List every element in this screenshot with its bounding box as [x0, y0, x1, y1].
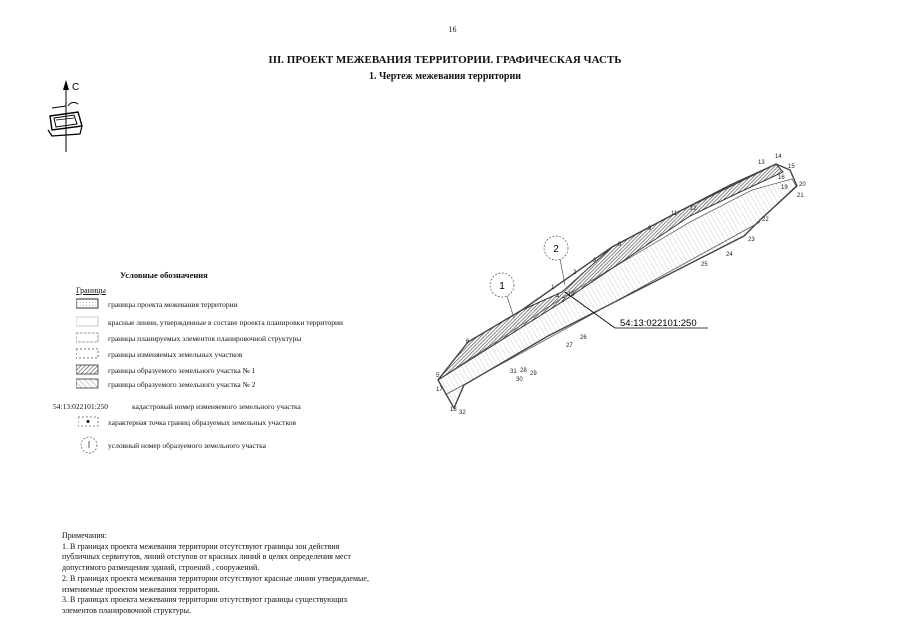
site-plan-svg: 54:13:022101:250 1 2 1 2 3 4 5 6 7 8 9 1…	[436, 154, 806, 416]
point-label: 14	[775, 154, 782, 160]
parcel-1-marker	[489, 272, 515, 298]
note-line: 3. В границах проекта межевания территор…	[62, 595, 348, 605]
point-label: 25	[701, 262, 708, 268]
note-line: 1. В границах проекта межевания территор…	[62, 541, 340, 551]
point-label: 7	[562, 298, 566, 304]
point-label: 26	[580, 335, 587, 341]
point-label: 18	[450, 407, 457, 413]
point-label: 4	[556, 294, 560, 300]
parcel-2-area	[437, 178, 797, 409]
point-label: 13	[758, 160, 765, 166]
note-line: допустимого размещения зданий, строений …	[62, 563, 260, 573]
point-label: 29	[530, 371, 537, 377]
point-label: 6	[466, 339, 470, 345]
point-label: 28	[520, 368, 527, 374]
point-label: 27	[566, 343, 573, 349]
legend-cadastral-text: кадастровый номер изменяемого земельного…	[132, 402, 301, 411]
point-label: 22	[762, 217, 769, 223]
note-line: публичных сервитутов, линий отступов от …	[62, 552, 351, 562]
point-label: 8	[618, 242, 622, 248]
point-label: 15	[788, 164, 795, 170]
notes: Примечания: 1. В границах проекта межева…	[62, 531, 369, 617]
notes-heading: Примечания:	[62, 531, 107, 540]
legend-swatches	[76, 298, 99, 389]
point-label: 1	[551, 285, 555, 291]
page-number: 16	[448, 25, 457, 34]
parcel-2-number: 2	[553, 244, 559, 255]
legend-item: границы проекта межевания территории	[108, 300, 238, 309]
point-label: 24	[726, 252, 733, 258]
page-subtitle: 1. Чертеж межевания территории	[368, 71, 522, 82]
point-label: 10	[568, 292, 575, 298]
point-label: 3	[593, 258, 597, 264]
north-arrow: С	[38, 78, 98, 158]
point-label: 2	[573, 270, 577, 276]
north-label: С	[72, 82, 79, 93]
point-label: 11	[671, 211, 678, 217]
point-label: 17	[436, 387, 443, 393]
legend-item: границы планируемых элементов планировоч…	[108, 334, 302, 343]
point-label: 21	[797, 193, 804, 199]
parcel-1-number: 1	[499, 281, 505, 292]
point-label: 30	[516, 377, 523, 383]
note-line: изменяемые проектом межевания территории…	[62, 584, 220, 594]
legend-cadastral-sample: 54:13:022101:250	[53, 402, 109, 411]
point-label: 23	[748, 237, 755, 243]
legend-group-label: Границы	[76, 286, 106, 295]
legend-parcel-no-text: условный номер образуемого земельного уч…	[108, 441, 266, 450]
legend-point-icons	[78, 416, 99, 454]
point-label: 16	[778, 175, 785, 181]
legend-title: Условные обозначения	[120, 270, 208, 280]
legend-item: границы изменяемых земельных участков	[108, 350, 243, 359]
point-label: 20	[799, 182, 806, 188]
cadastral-label: 54:13:022101:250	[620, 318, 697, 329]
page-title: III. ПРОЕКТ МЕЖЕВАНИЯ ТЕРРИТОРИИ. ГРАФИЧ…	[268, 54, 622, 66]
point-label: 12	[690, 206, 697, 212]
parcel-2-marker	[543, 235, 569, 261]
legend-item: красные линии, утвержденные в составе пр…	[108, 318, 344, 327]
legend-item: границы образуемого земельного участка №…	[108, 380, 256, 389]
compass-icon: С	[47, 80, 83, 152]
legend-point-text: характерная точка границ образуемых земе…	[108, 418, 296, 427]
legend-item: границы образуемого земельного участка №…	[108, 366, 256, 375]
point-labels: 1 2 3 4 5 6 7 8 9 10 11 12 13 14 15 16 1…	[436, 154, 806, 416]
note-line: элементов планировочной структуры.	[62, 605, 191, 615]
point-label: 9	[648, 226, 652, 232]
point-label: 19	[781, 185, 788, 191]
point-label: 32	[459, 410, 466, 416]
point-label: 31	[510, 369, 517, 375]
site-plan-drawing: 54:13:022101:250 1 2 1 2 3 4 5 6 7 8 9 1…	[420, 150, 820, 430]
note-line: 2. В границах проекта межевания территор…	[62, 573, 369, 583]
point-label: 5	[436, 373, 440, 379]
